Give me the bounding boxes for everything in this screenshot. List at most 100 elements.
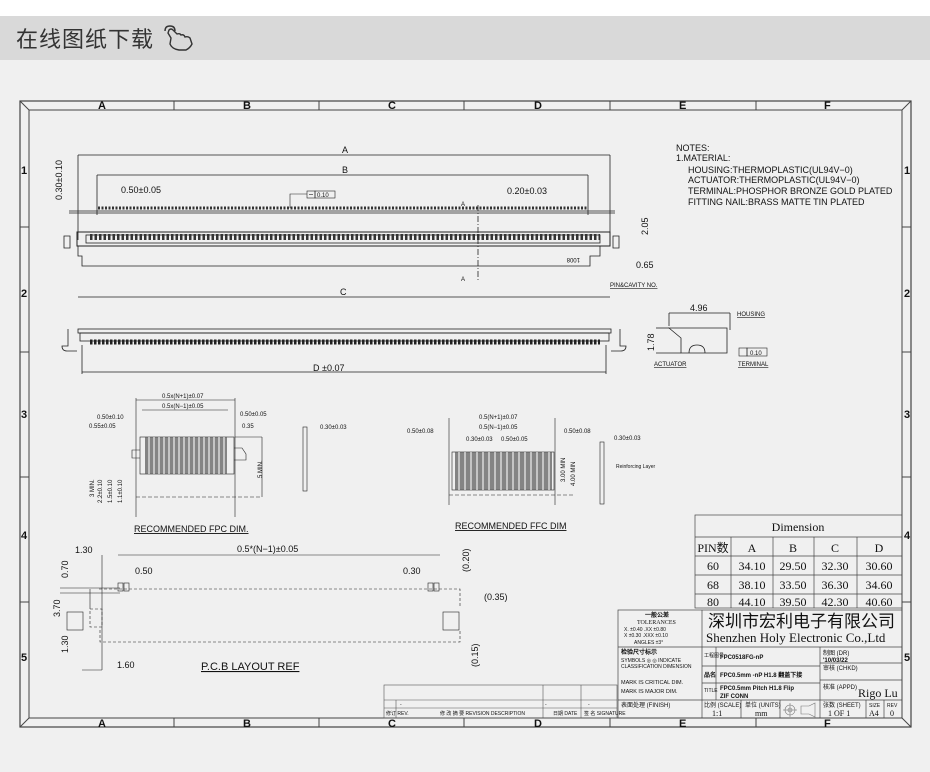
svg-text:修订 REV.: 修订 REV. xyxy=(386,710,409,717)
svg-text:0.5x(N−1)±0.05: 0.5x(N−1)±0.05 xyxy=(162,404,204,410)
svg-text:E: E xyxy=(679,718,686,730)
svg-text:签 名 SIGNATURE: 签 名 SIGNATURE xyxy=(584,710,626,717)
svg-text:TITLE: TITLE xyxy=(704,688,718,694)
svg-text:4.96: 4.96 xyxy=(690,303,708,313)
svg-text:SYMBOLS ◎ ◎ INDICATE: SYMBOLS ◎ ◎ INDICATE xyxy=(621,658,682,664)
connector-side-view xyxy=(61,328,627,374)
svg-text:D: D xyxy=(534,100,542,112)
svg-text:HOUSING:THERMOPLASTIC(UL94V−0): HOUSING:THERMOPLASTIC(UL94V−0) xyxy=(688,165,853,175)
svg-text:0.5(N+1)±0.07: 0.5(N+1)±0.07 xyxy=(479,415,518,421)
svg-text:一般公差: 一般公差 xyxy=(645,611,669,619)
svg-text:5 MIN.: 5 MIN. xyxy=(258,460,264,478)
svg-text:ANGLES ±3°: ANGLES ±3° xyxy=(634,640,663,646)
svg-text:A4: A4 xyxy=(869,709,879,718)
svg-text:Reinforcing Layer: Reinforcing Layer xyxy=(616,464,656,470)
svg-text:RECOMMENDED FFC DIM: RECOMMENDED FFC DIM xyxy=(455,521,567,531)
svg-text:X ±0.30 .XXX ±0.10: X ±0.30 .XXX ±0.10 xyxy=(624,633,668,639)
svg-text:B: B xyxy=(243,718,251,730)
svg-text:0.65: 0.65 xyxy=(636,260,654,270)
svg-text:检验尺寸标示: 检验尺寸标示 xyxy=(621,648,657,656)
svg-text:FITTING NAIL:BRASS MATTE TI: FITTING NAIL:BRASS MATTE TIN PLATED xyxy=(688,197,865,207)
svg-text:0.35: 0.35 xyxy=(242,424,254,430)
svg-text:A: A xyxy=(461,202,465,208)
projection-symbol-icon xyxy=(783,702,816,718)
svg-text:0.10: 0.10 xyxy=(750,351,762,357)
svg-text:深圳市宏利电子有限公司: 深圳市宏利电子有限公司 xyxy=(708,612,895,631)
svg-text:3.00 MIN: 3.00 MIN xyxy=(561,458,567,482)
svg-text:FPC0.5mm Pitch H1.8 Flip: FPC0.5mm Pitch H1.8 Flip xyxy=(720,686,794,692)
dim-d-label: D ±0.07 xyxy=(313,363,344,373)
page-title: 在线图纸下载 xyxy=(16,28,155,53)
svg-text:F: F xyxy=(824,100,831,112)
svg-text:NOTES:: NOTES: xyxy=(676,143,710,153)
fpc-stripes xyxy=(148,437,225,474)
svg-text:1.30: 1.30 xyxy=(75,545,93,555)
svg-text:PIN&CAVITY NO.: PIN&CAVITY NO. xyxy=(610,283,658,289)
svg-text:C: C xyxy=(831,541,839,555)
svg-text:日期 DATE: 日期 DATE xyxy=(553,711,578,717)
svg-text:SIZE: SIZE xyxy=(869,703,881,709)
svg-text:3 MIN.: 3 MIN. xyxy=(90,479,96,497)
svg-text:RECOMMENDED FPC DIM.: RECOMMENDED FPC DIM. xyxy=(134,524,249,534)
svg-text:3: 3 xyxy=(21,409,27,421)
svg-text:4: 4 xyxy=(21,530,28,542)
svg-text:0.30: 0.30 xyxy=(403,566,421,576)
svg-text:0.5*(N−1)±0.05: 0.5*(N−1)±0.05 xyxy=(237,544,298,554)
svg-text:(0.20): (0.20) xyxy=(461,548,471,572)
svg-text:1008: 1008 xyxy=(566,256,580,262)
svg-text:C: C xyxy=(388,718,396,730)
svg-text:D: D xyxy=(875,541,884,555)
notes-block: NOTES: 1.MATERIAL: HOUSING:THERMOPLASTIC… xyxy=(676,143,893,207)
svg-text:FPC0.5mm -nP H1.8 翻盖下接: FPC0.5mm -nP H1.8 翻盖下接 xyxy=(720,671,802,679)
svg-text:F: F xyxy=(824,718,831,730)
pcb-labels: 1.30 0.5*(N−1)±0.05 0.70 0.50 3.70 1.30 … xyxy=(52,544,508,673)
svg-text:核准 (APPD): 核准 (APPD) xyxy=(823,683,857,691)
svg-text:修 改 摘 要 REVISION DESCRIPTION: 修 改 摘 要 REVISION DESCRIPTION xyxy=(440,710,525,717)
svg-text:C: C xyxy=(388,100,396,112)
svg-text:34.60: 34.60 xyxy=(866,578,893,592)
title-block-text: 一般公差 TOLERANCES X. ±0.40 .XX ±0.80 X ±0.… xyxy=(621,611,898,718)
fpc-labels: 0.5x(N+1)±0.07 0.5x(N−1)±0.05 0.50±0.10 … xyxy=(89,394,347,534)
top-view-labels: A B C 0.50±0.05 0.20±0.03 0.30±0.10 2.05… xyxy=(54,145,658,297)
svg-text:A: A xyxy=(98,718,106,730)
svg-text:ACTUATOR: ACTUATOR xyxy=(654,362,687,368)
svg-text:0.50±0.05: 0.50±0.05 xyxy=(121,185,161,195)
svg-text:工程图号: 工程图号 xyxy=(704,652,724,659)
svg-text:品名: 品名 xyxy=(704,671,716,679)
svg-text:0: 0 xyxy=(890,709,894,718)
svg-text:0.5(N−1)±0.05: 0.5(N−1)±0.05 xyxy=(479,425,518,431)
svg-text:2.2±0.10: 2.2±0.10 xyxy=(98,479,104,503)
svg-text:2.05: 2.05 xyxy=(640,217,650,235)
svg-text:E: E xyxy=(679,100,686,112)
dimension-table xyxy=(694,514,903,609)
svg-text:1.MATERIAL:: 1.MATERIAL: xyxy=(676,153,730,163)
svg-text:4.00 MIN: 4.00 MIN xyxy=(571,462,577,486)
svg-text:29.50: 29.50 xyxy=(780,559,807,573)
svg-text:MARK IS CRITICAL DIM.: MARK IS CRITICAL DIM. xyxy=(621,680,684,686)
svg-text:(0.15): (0.15) xyxy=(470,643,480,667)
svg-text:5: 5 xyxy=(21,652,27,664)
svg-text:1.5±0.10: 1.5±0.10 xyxy=(108,479,114,503)
svg-text:68: 68 xyxy=(707,578,719,592)
svg-text:PIN数: PIN数 xyxy=(697,540,728,555)
pin-row-top xyxy=(90,206,600,240)
svg-text:0.50±0.05: 0.50±0.05 xyxy=(240,412,267,418)
pointing-hand-icon[interactable] xyxy=(162,24,196,52)
pcb-layout xyxy=(60,554,461,671)
svg-text:ACTUATOR:THERMOPLASTIC(UL94V−0: ACTUATOR:THERMOPLASTIC(UL94V−0) xyxy=(688,175,859,185)
dimension-table-text: Dimension PIN数 A B C D 60 34.10 29.50 32… xyxy=(697,520,892,609)
svg-text:B: B xyxy=(243,100,251,112)
svg-text:Shenzhen Holy Electronic Co.,L: Shenzhen Holy Electronic Co.,Ltd xyxy=(706,630,886,645)
svg-text:TERMINAL:PHOSPHOR BRONZE GOL: TERMINAL:PHOSPHOR BRONZE GOLD PLATED xyxy=(688,186,893,196)
svg-text:-: - xyxy=(588,702,590,708)
section-view xyxy=(656,312,731,354)
svg-text:P.C.B LAYOUT REF: P.C.B LAYOUT REF xyxy=(201,661,300,673)
svg-text:44.10: 44.10 xyxy=(739,595,766,609)
svg-text:1.1±0.10: 1.1±0.10 xyxy=(118,479,124,503)
svg-text:单位 (UNITS): 单位 (UNITS) xyxy=(745,701,781,709)
svg-text:2: 2 xyxy=(21,288,27,300)
svg-text:30.60: 30.60 xyxy=(866,559,893,573)
svg-text:'10/03/22: '10/03/22 xyxy=(823,658,848,664)
